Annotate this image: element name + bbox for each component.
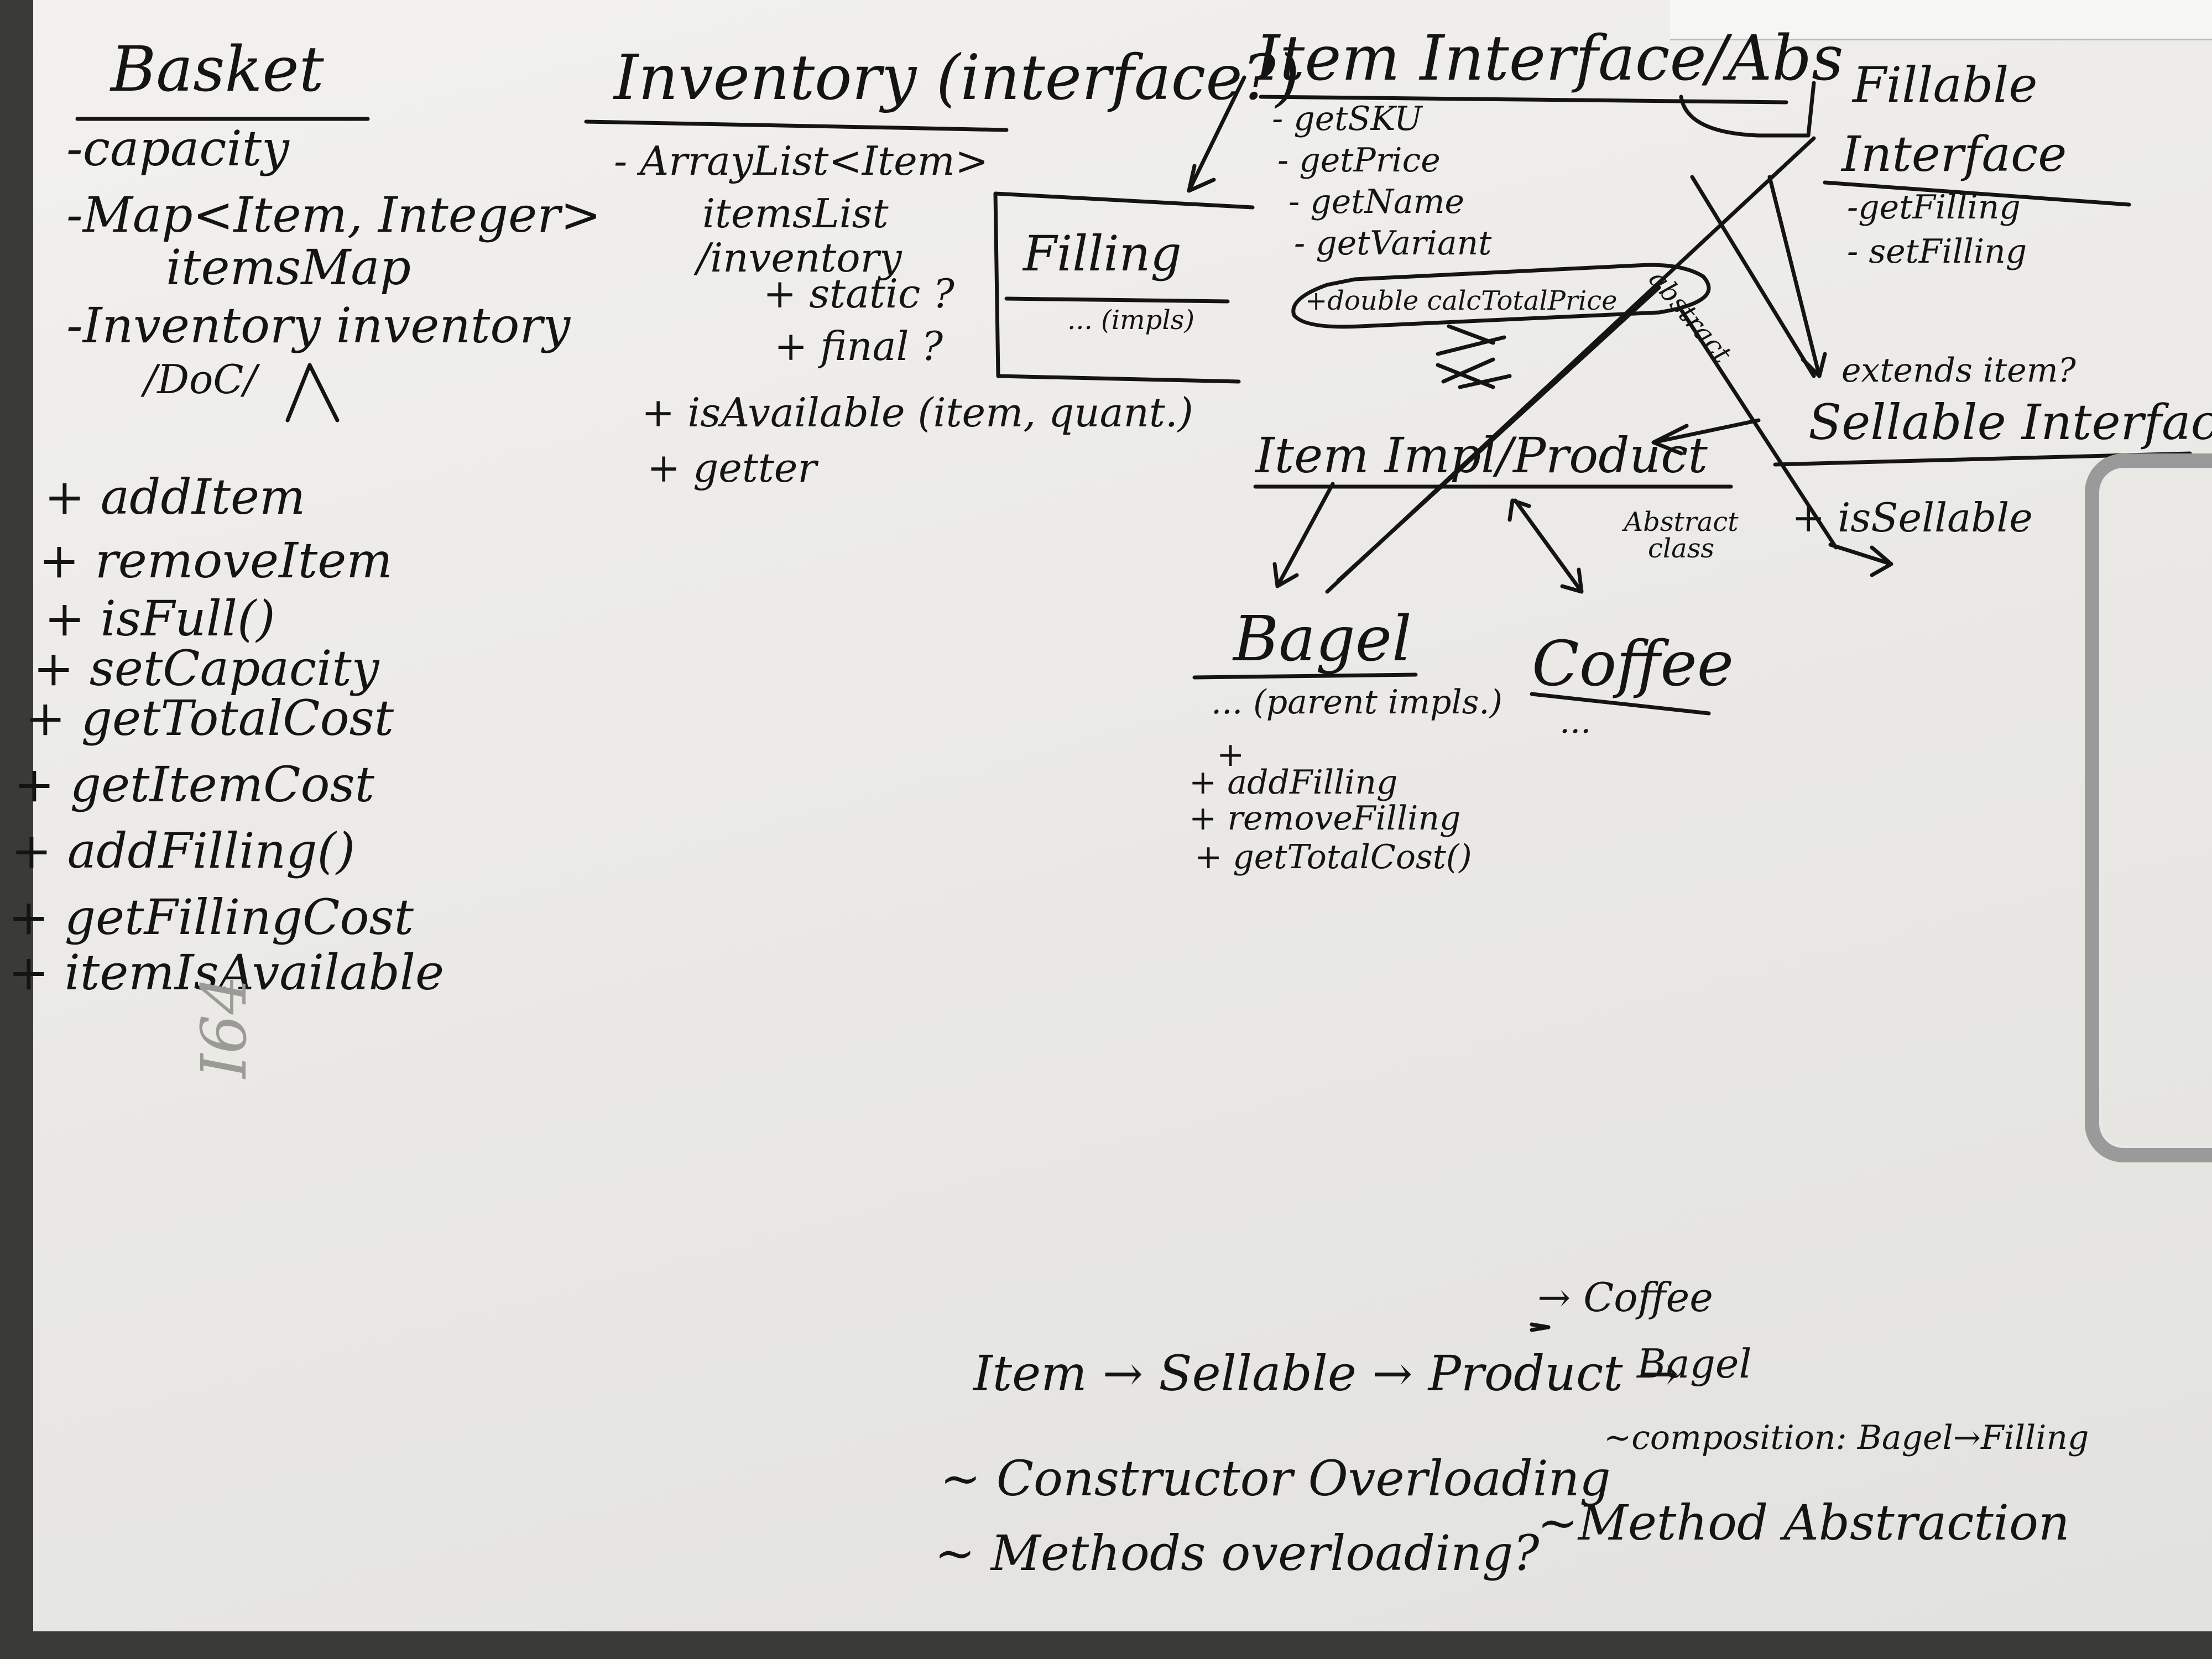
note-composition: ~composition: Bagel→Filling <box>1604 1418 2089 1457</box>
inventory-method-isavailable: + isAvailable (item, quant.) <box>641 389 1193 436</box>
inventory-underline <box>584 119 1009 132</box>
basket-method-getitemcost: + getItemCost <box>14 756 374 813</box>
inventory-field-static: + static ? <box>763 270 954 317</box>
arrow-impl-to-coffee <box>1507 498 1584 594</box>
basket-method-getfillingcost: + getFillingCost <box>8 889 414 946</box>
basket-method-addfilling: + addFilling() <box>11 822 356 879</box>
filling-title: Filling <box>1023 225 1182 282</box>
inventory-method-getter: + getter <box>647 445 817 491</box>
paper-edge <box>1670 0 2212 40</box>
basket-method-itemisavailable: + itemIsAvailable <box>8 944 445 1001</box>
bagel-method-addfilling: + addFilling <box>1189 763 1398 802</box>
calc-total-price-pill <box>1291 263 1711 329</box>
fillable-title: Fillable <box>1853 56 2038 113</box>
note-methods-overloading: ~ Methods overloading? <box>935 1525 1540 1582</box>
fillable-subtitle: Interface <box>1841 126 2067 182</box>
bagel-plus: + <box>1217 735 1245 774</box>
bagel-underline <box>1192 672 1418 680</box>
arrow-item-to-filling <box>1187 75 1246 193</box>
item-interface-title: Item Interface/Abs <box>1255 23 1844 95</box>
item-interface-bracket <box>1679 81 1816 138</box>
inventory-field-arraylist: - ArrayList<Item> <box>614 138 989 184</box>
margin-mark: I64 <box>189 975 260 1078</box>
inventory-field-final: + final ? <box>774 323 943 369</box>
scribble <box>1436 324 1512 389</box>
arrow-sellable-to-item-impl <box>1651 418 1761 456</box>
item-interface-method-getvariant: - getVariant <box>1294 224 1492 263</box>
arrow-to-sellable-method <box>1828 542 1893 577</box>
line-pill-to-sellable-item <box>1679 307 1838 550</box>
bagel-title: Bagel <box>1233 603 1412 675</box>
basket-method-setcapacity: + setCapacity <box>33 640 379 697</box>
item-interface-underline <box>1259 95 1788 105</box>
filling-box <box>993 191 1255 384</box>
paper-sheet <box>33 0 2212 1631</box>
arrow-impl-to-bagel <box>1272 482 1335 588</box>
bagel-method-removefilling: + removeFilling <box>1189 799 1461 838</box>
inventory-field-inventory: /inventory <box>697 234 902 281</box>
basket-method-gettotalcost: + getTotalCost <box>25 690 394 747</box>
note-constructor-overloading: ~ Constructor Overloading <box>940 1450 1611 1507</box>
basket-field-itemsmap: itemsMap <box>166 239 411 296</box>
line-abs-to-coffee <box>1336 285 1661 583</box>
coffee-underline <box>1530 692 1711 716</box>
hierarchy-branch-bagel: Bagel <box>1637 1340 1752 1387</box>
item-interface-method-getprice: - getPrice <box>1277 141 1441 180</box>
sellable-title: Sellable Interface <box>1808 394 2212 451</box>
hierarchy-branch-coffee: → Coffee <box>1537 1274 1713 1321</box>
basket-title: Basket <box>111 34 324 106</box>
fillable-underline <box>1823 180 2131 207</box>
sellable-method-issellable: + isSellable <box>1792 494 2033 541</box>
fillable-method-setfilling: - setFilling <box>1847 232 2027 271</box>
bagel-body: ... (parent impls.) <box>1211 683 1503 722</box>
binder-clip <box>2085 453 2212 1162</box>
hierarchy-arrow <box>1530 1322 1551 1332</box>
doc-slash <box>285 363 340 422</box>
item-impl-title: Item Impl/Product <box>1255 427 1708 484</box>
item-interface-method-getsku: - getSKU <box>1272 100 1422 138</box>
basket-field-doc: /DoC/ <box>144 356 257 403</box>
filling-body: ... (impls) <box>1067 305 1195 336</box>
inventory-field-itemslist: itemsList <box>702 190 889 237</box>
basket-method-additem: + addItem <box>44 468 306 525</box>
note-method-abstraction: ~Method Abstraction <box>1537 1494 2070 1551</box>
item-impl-note: Abstract class <box>1624 507 1739 564</box>
basket-method-isfull: + isFull() <box>44 590 275 647</box>
calc-total-price: +double calcTotalPrice <box>1305 285 1618 316</box>
basket-field-inventory: -Inventory inventory <box>66 297 571 354</box>
arrow-fillable-down <box>1767 175 1827 378</box>
item-interface-method-getname: - getName <box>1288 182 1465 221</box>
basket-method-removeitem: + removeItem <box>39 532 393 589</box>
basket-field-capacity: -capacity <box>66 120 289 177</box>
bagel-method-gettotalcost: + getTotalCost() <box>1194 838 1472 877</box>
coffee-title: Coffee <box>1532 628 1734 700</box>
hierarchy-base: Item → Sellable → Product → <box>973 1345 1679 1402</box>
sellable-note: extends item? <box>1841 351 2076 390</box>
inventory-title: Inventory (interface?) <box>614 42 1300 114</box>
fillable-method-getfilling: -getFilling <box>1847 188 2021 227</box>
basket-field-map: -Map<Item, Integer> <box>66 186 602 243</box>
coffee-body: ... <box>1559 702 1592 741</box>
line-pill-to-sellable <box>1690 175 1816 378</box>
